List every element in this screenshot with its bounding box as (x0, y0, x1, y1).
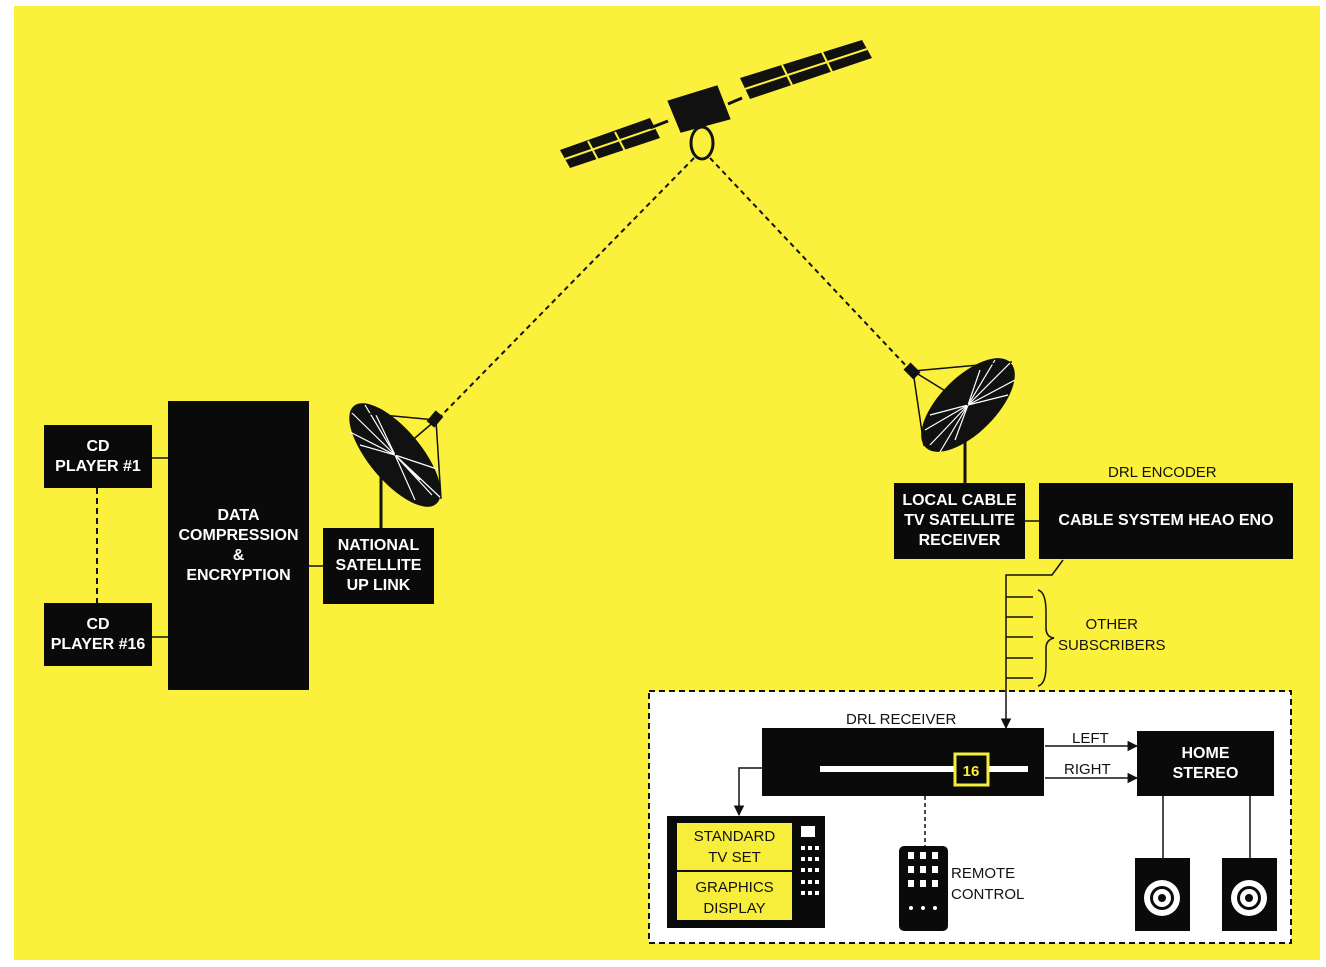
tuning-bar (820, 766, 1028, 772)
tv-output-arrow (733, 767, 762, 817)
tv-set-label: STANDARD TV SET (693, 828, 776, 866)
uplink-beam (436, 157, 695, 421)
tv-icon (667, 816, 825, 928)
speaker-icon (1135, 858, 1190, 931)
drl-encoder-label: DRL ENCODER (1108, 464, 1217, 481)
drl-receiver-label: DRL RECEIVER (846, 711, 957, 728)
cd-player-16-block: CD PLAYER #16 (44, 603, 152, 666)
satellite-dish-icon (903, 358, 1016, 483)
drl-receiver-unit (762, 728, 1044, 796)
speaker-icon (1222, 858, 1277, 931)
head-end-block: CABLE SYSTEM HEAO ENO (1039, 483, 1293, 559)
graphics-display-label: GRAPHICS DISPLAY (695, 879, 774, 917)
right-channel-label: RIGHT (1064, 761, 1111, 778)
downlink-beam (709, 157, 911, 371)
local-receiver-block: LOCAL CABLE TV SATELLITE RECEIVER (894, 483, 1025, 559)
channel-display (953, 752, 990, 787)
remote-control-icon (899, 846, 948, 931)
satellite-icon (560, 40, 872, 168)
channel-number: 16 (963, 763, 980, 780)
other-subscribers-label: OTHER SUBSCRIBERS (1058, 616, 1166, 654)
left-channel-label: LEFT (1072, 730, 1109, 747)
cd-player-1-block: CD PLAYER #1 (44, 425, 152, 488)
home-stereo-block: HOME STEREO (1137, 731, 1274, 796)
data-compression-block: DATA COMPRESSION & ENCRYPTION (168, 401, 309, 690)
satellite-dish-icon (349, 403, 444, 528)
distribution-lines (1000, 559, 1064, 730)
uplink-block: NATIONAL SATELLITE UP LINK (323, 528, 434, 604)
remote-control-label: REMOTE CONTROL (951, 865, 1025, 903)
